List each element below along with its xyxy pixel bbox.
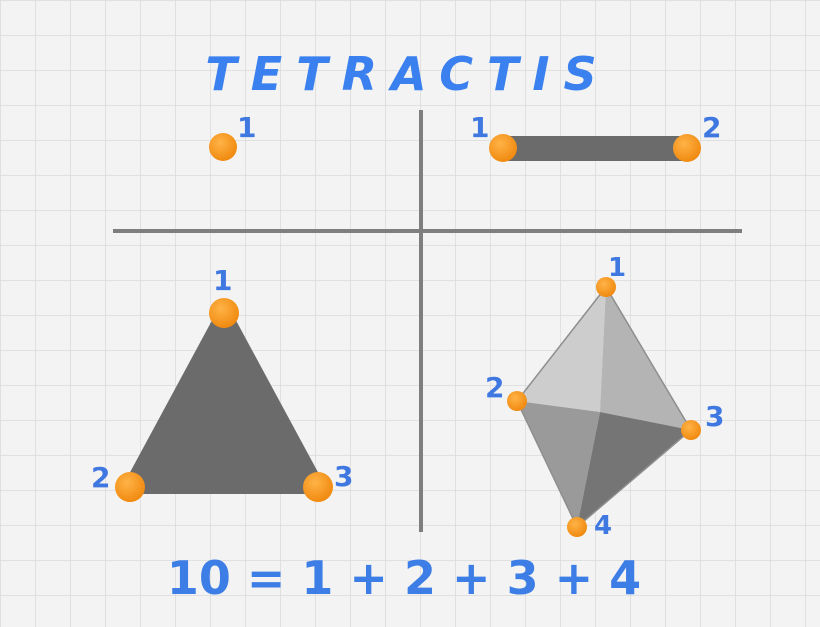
- line-figure: 1 2: [470, 111, 721, 162]
- tetra-label-4: 4: [594, 511, 612, 541]
- triangle-label-1: 1: [213, 264, 232, 297]
- tetra-vertex-3: [681, 420, 701, 440]
- line-label-2: 2: [702, 111, 721, 144]
- triangle-label-2: 2: [91, 461, 110, 494]
- point-label-1: 1: [237, 111, 256, 144]
- point-vertex-1: [209, 133, 237, 161]
- tetra-label-1: 1: [608, 253, 626, 283]
- triangle-figure: 1 2 3: [91, 264, 353, 502]
- triangle-vertex-1: [209, 298, 239, 328]
- equation: 10 = 1 + 2 + 3 + 4: [167, 551, 641, 605]
- point-figure: 1: [209, 111, 256, 161]
- tetra-vertex-2: [507, 391, 527, 411]
- line-vertex-1: [489, 134, 517, 162]
- tetra-face-lower-right: [577, 412, 691, 527]
- line-vertex-2: [673, 134, 701, 162]
- triangle-label-3: 3: [334, 460, 353, 493]
- line-segment: [503, 136, 687, 161]
- tetra-face-upper-left: [517, 287, 606, 412]
- line-label-1: 1: [470, 111, 489, 144]
- tetra-face-upper-right: [600, 287, 691, 430]
- tetra-face-lower-left: [517, 401, 600, 527]
- tetra-vertex-4: [567, 517, 587, 537]
- tetra-label-3: 3: [705, 400, 724, 433]
- tetra-label-2: 2: [485, 371, 504, 404]
- title: TETRACTIS: [205, 47, 610, 101]
- triangle-vertex-2: [115, 472, 145, 502]
- triangle-shape: [123, 306, 325, 494]
- tetra-vertex-1: [596, 277, 616, 297]
- triangle-vertex-3: [303, 472, 333, 502]
- tetrahedron-figure: 1 2 3 4: [485, 253, 724, 541]
